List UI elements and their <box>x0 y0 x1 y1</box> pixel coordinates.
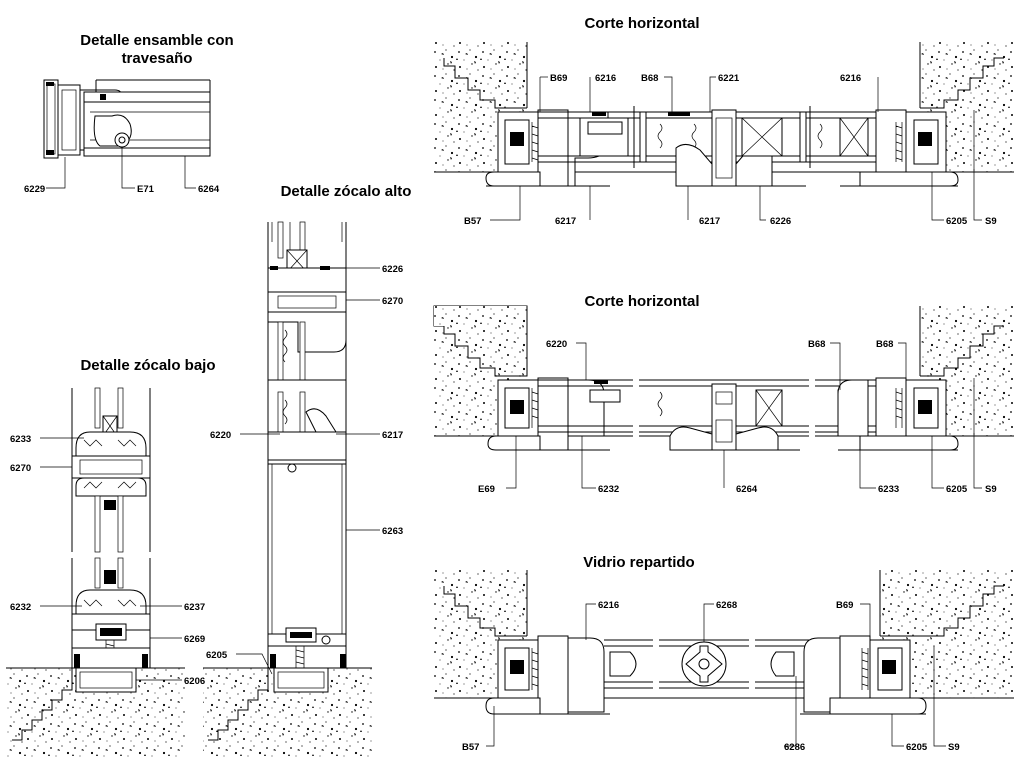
label-6270-bajo: 6270 <box>10 463 31 474</box>
label-6216-c1a: 6216 <box>595 73 616 84</box>
label-b57-vr: B57 <box>462 742 479 753</box>
detail-vidrio-repartido <box>434 570 1014 747</box>
title-vidrio-repartido: Vidrio repartido <box>583 554 694 571</box>
label-b68-c2a: B68 <box>808 339 825 350</box>
label-6270-alto: 6270 <box>382 296 403 307</box>
label-s9-c2: S9 <box>985 484 997 495</box>
label-6264-c2: 6264 <box>736 484 758 495</box>
label-s9-c1: S9 <box>985 216 997 227</box>
label-6221-c1: 6221 <box>718 73 740 84</box>
label-s9-vr: S9 <box>948 742 960 753</box>
label-6217-c1a: 6217 <box>555 216 576 227</box>
detail-ensamble <box>43 79 211 189</box>
detail-corte-horizontal-1 <box>434 42 1014 221</box>
label-6205-vr: 6205 <box>906 742 928 753</box>
label-6233-bajo: 6233 <box>10 434 31 445</box>
label-6229: 6229 <box>24 184 45 195</box>
label-6237-bajo: 6237 <box>184 602 205 613</box>
label-6226-c1: 6226 <box>770 216 791 227</box>
label-6216-c1b: 6216 <box>840 73 861 84</box>
label-b69-c1: B69 <box>550 73 567 84</box>
title-ensamble-line2: travesaño <box>122 50 193 67</box>
label-6205-alto: 6205 <box>206 650 228 661</box>
label-6205-c1: 6205 <box>946 216 968 227</box>
label-b57-c1: B57 <box>464 216 481 227</box>
label-6268-vr: 6268 <box>716 600 737 611</box>
label-b68-c1: B68 <box>641 73 658 84</box>
label-6286-vr: 6286 <box>784 742 805 753</box>
label-6263-alto: 6263 <box>382 526 403 537</box>
detail-corte-horizontal-2 <box>433 305 1014 489</box>
label-6220-c2: 6220 <box>546 339 567 350</box>
detail-zocalo-alto <box>203 221 380 757</box>
label-6269-bajo: 6269 <box>184 634 205 645</box>
title-corte-horizontal-2: Corte horizontal <box>585 293 700 310</box>
label-6232-bajo: 6232 <box>10 602 31 613</box>
label-6205-c2: 6205 <box>946 484 968 495</box>
label-6226-alto: 6226 <box>382 264 403 275</box>
label-6217-alto: 6217 <box>382 430 403 441</box>
label-e71: E71 <box>137 184 155 195</box>
label-6216-vr: 6216 <box>598 600 619 611</box>
label-6206-bajo: 6206 <box>184 676 205 687</box>
label-e69-c2: E69 <box>478 484 495 495</box>
label-b68-c2b: B68 <box>876 339 893 350</box>
title-ensamble: Detalle ensamble con <box>80 32 233 49</box>
label-b69-vr: B69 <box>836 600 853 611</box>
label-6232-c2: 6232 <box>598 484 619 495</box>
label-6220-alto: 6220 <box>210 430 231 441</box>
label-6233-c2: 6233 <box>878 484 899 495</box>
title-corte-horizontal-1: Corte horizontal <box>585 15 700 32</box>
label-6217-c1b: 6217 <box>699 216 720 227</box>
label-6264: 6264 <box>198 184 220 195</box>
title-zocalo-bajo: Detalle zócalo bajo <box>80 357 215 374</box>
detail-zocalo-bajo <box>6 387 185 757</box>
title-zocalo-alto: Detalle zócalo alto <box>281 183 412 200</box>
